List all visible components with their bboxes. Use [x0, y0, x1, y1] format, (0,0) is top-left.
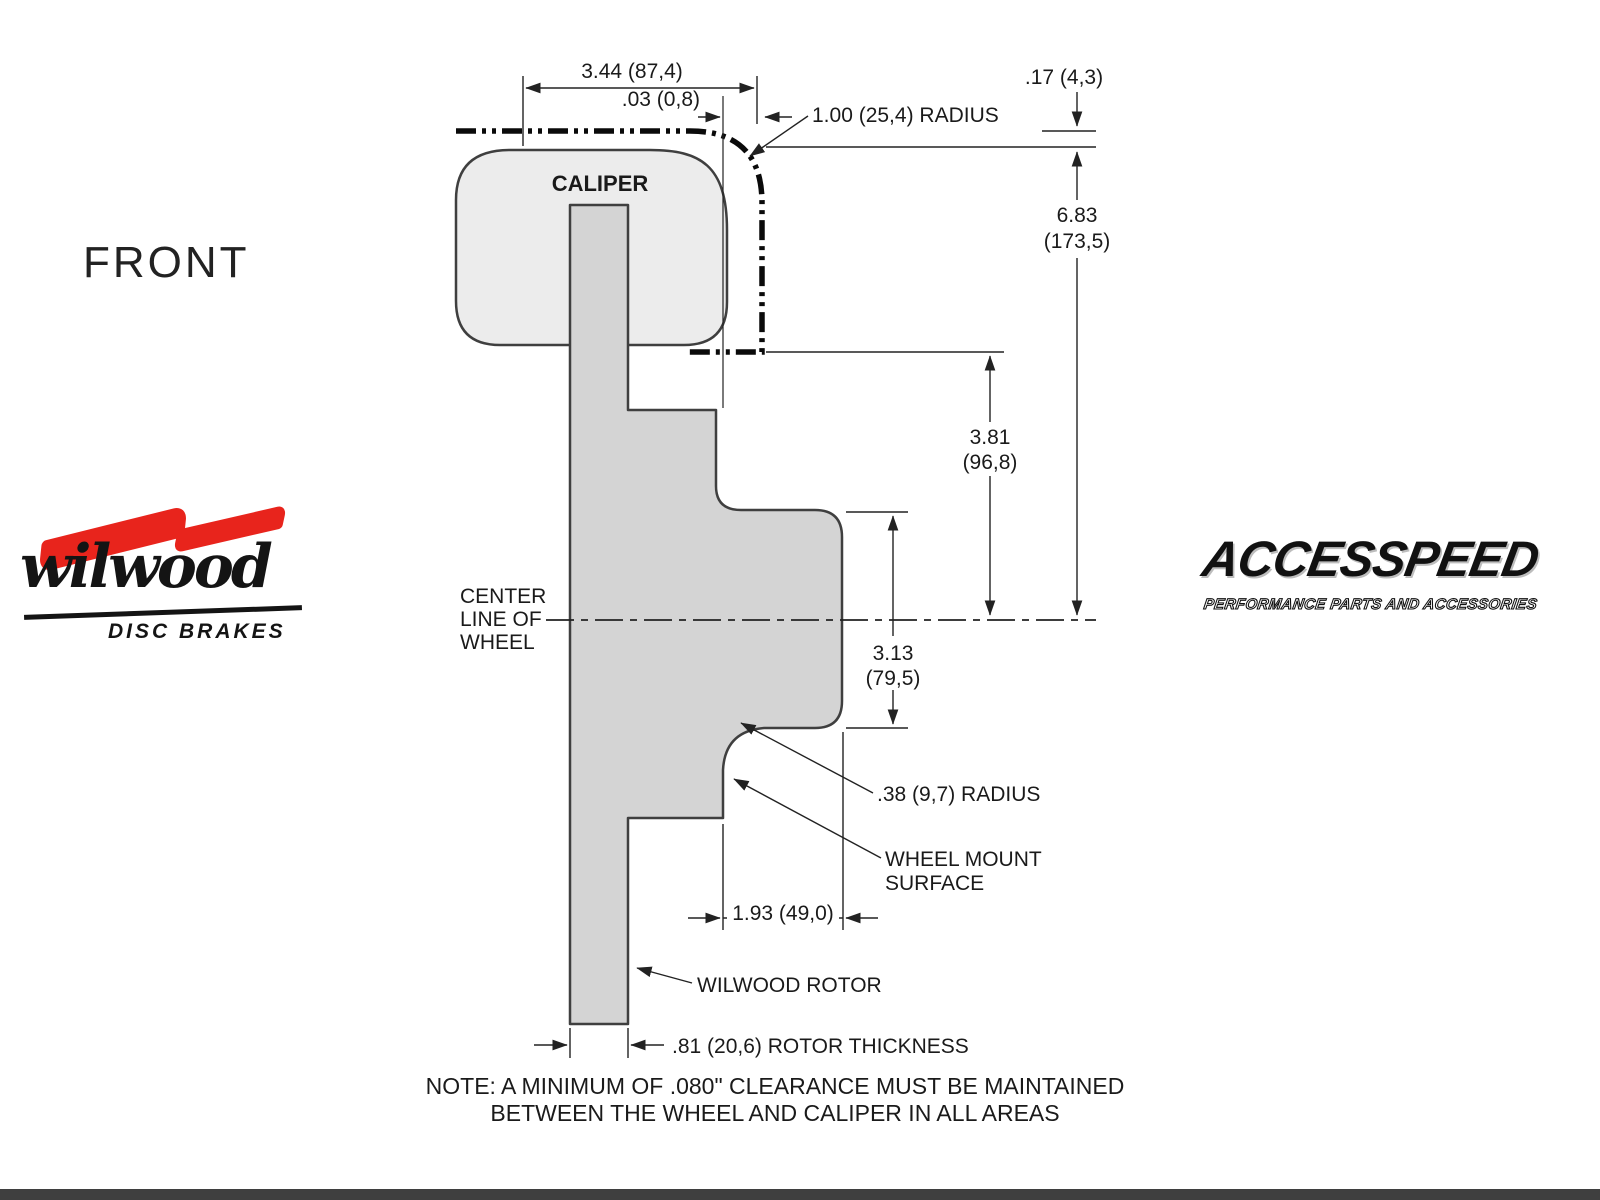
- dim-313-in-label: 3.13: [873, 642, 914, 665]
- center-line-label-3: WHEEL: [460, 631, 535, 654]
- rotor-label: WILWOOD ROTOR: [697, 974, 882, 997]
- callout-rotor: WILWOOD ROTOR: [636, 966, 882, 997]
- caliper-label: CALIPER: [552, 171, 649, 196]
- dim-344-label: 3.44 (87,4): [581, 60, 683, 83]
- center-line-label-2: LINE OF: [460, 608, 542, 631]
- dim-381-in-label: 3.81: [970, 426, 1011, 449]
- bottom-edge-bar: [0, 1189, 1600, 1200]
- wilwood-tagline: DISC BRAKES: [108, 620, 286, 643]
- dim-17-label: .17 (4,3): [1025, 66, 1103, 89]
- center-line-labels: CENTER LINE OF WHEEL: [460, 585, 546, 654]
- dimension-344: 3.44 (87,4): [522, 60, 758, 146]
- radius-38-label: .38 (9,7) RADIUS: [877, 783, 1040, 806]
- wheel-phantom-line: [456, 128, 765, 355]
- dim-03-label: .03 (0,8): [622, 88, 700, 111]
- dim-683-in-label: 6.83: [1057, 204, 1098, 227]
- dimension-381: 3.81 (96,8): [766, 351, 1028, 616]
- dim-683-mm-label: (173,5): [1044, 230, 1111, 253]
- dimension-17: .17 (4,3): [766, 66, 1103, 148]
- dim-381-mm-label: (96,8): [963, 451, 1018, 474]
- dim-81-label: .81 (20,6) ROTOR THICKNESS: [672, 1035, 969, 1058]
- note-line-2: BETWEEN THE WHEEL AND CALIPER IN ALL ARE…: [490, 1100, 1059, 1126]
- clearance-note: NOTE: A MINIMUM OF .080" CLEARANCE MUST …: [426, 1073, 1125, 1126]
- dimension-03: .03 (0,8): [622, 88, 792, 408]
- dim-193-label: 1.93 (49,0): [732, 902, 834, 925]
- center-line-label-1: CENTER: [460, 585, 546, 608]
- wheel-mount-label-2: SURFACE: [885, 872, 984, 895]
- wilwood-logo: wilwood DISC BRAKES: [16, 504, 326, 653]
- radius-100-label: 1.00 (25,4) RADIUS: [812, 104, 999, 127]
- callout-radius-38: .38 (9,7) RADIUS: [740, 722, 1040, 806]
- callout-wheel-mount: WHEEL MOUNT SURFACE: [733, 778, 1042, 895]
- wheel-mount-label-1: WHEEL MOUNT: [885, 848, 1042, 871]
- callout-radius-100: 1.00 (25,4) RADIUS: [749, 104, 999, 157]
- dim-313-mm-label: (79,5): [866, 667, 921, 690]
- note-line-1: NOTE: A MINIMUM OF .080" CLEARANCE MUST …: [426, 1073, 1125, 1099]
- rotor-shape: [568, 203, 844, 1026]
- wilwood-logo-text: wilwood: [20, 532, 273, 602]
- front-view-label: FRONT: [83, 238, 250, 287]
- dimension-683: 6.83 (173,5): [1038, 151, 1116, 616]
- dimension-313: 3.13 (79,5): [846, 511, 930, 729]
- dimension-193: 1.93 (49,0): [688, 732, 878, 930]
- dimension-81: .81 (20,6) ROTOR THICKNESS: [534, 1028, 969, 1058]
